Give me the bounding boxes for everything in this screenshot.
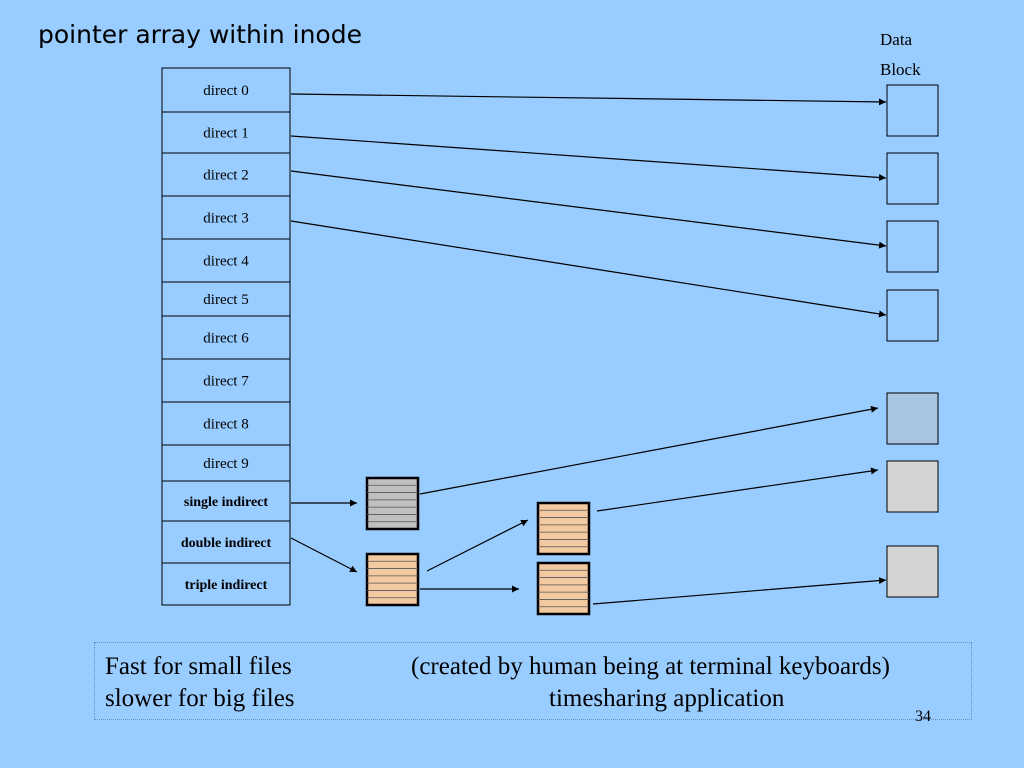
inode-cell-label-9: direct 9 [203,456,248,472]
notes-box: Fast for small files slower for big file… [94,642,972,720]
data-block-3 [886,289,939,342]
note-created-by-human: (created by human being at terminal keyb… [411,653,890,680]
arrow-direct-1 [290,135,887,181]
note-slower-big-files: slower for big files [105,685,295,712]
data-block-label-line2: Block [880,60,921,79]
double-indirect-block [365,552,420,607]
data-block-triple [886,545,939,598]
arrow-double-to-level2 [426,519,529,572]
inode-cell-label-7: direct 7 [203,374,249,390]
page-number: 34 [915,708,931,725]
triple-indirect-level2-block [536,561,591,616]
data-block-double [886,460,939,513]
inode-pointer-diagram: direct 0 direct 1 direct 2 direct 3 direct 4… [161,67,939,616]
inode-cell-label-4: direct 4 [203,254,249,270]
inode-cell-label-6: direct 6 [203,331,249,347]
data-block-2 [886,220,939,273]
inode-pointer-array: direct 0 direct 1 direct 2 direct 3 direct 4… [161,67,291,606]
arrow-double-indirect [290,537,358,573]
inode-cell-label-10: single indirect [184,495,268,510]
arrow-direct-2 [290,170,887,249]
arrows-group [290,93,887,605]
inode-cell-label-1: direct 1 [203,126,248,142]
double-indirect-level2-block [536,501,591,556]
inode-cell-label-12: triple indirect [185,578,268,593]
arrow-double-level2-to-data [596,467,879,512]
data-block-label-line1: Data [880,30,913,49]
single-indirect-block [365,476,420,531]
arrow-direct-0 [290,93,887,106]
note-timesharing-application: timesharing application [549,685,785,712]
arrow-single-to-data [419,405,879,495]
inode-cell-label-5: direct 5 [203,292,248,308]
blocks-group [365,84,939,616]
inode-cell-label-2: direct 2 [203,168,248,184]
inode-cell-12 [161,562,291,606]
data-block-1 [886,152,939,205]
data-block-0 [886,84,939,137]
note-fast-small-files: Fast for small files [105,653,292,680]
inode-cell-label-11: double indirect [181,536,272,551]
inode-cell-label-0: direct 0 [203,83,248,99]
inode-cell-label-3: direct 3 [203,211,248,227]
arrow-triple-level2-to-data [592,577,887,605]
inode-cell-label-8: direct 8 [203,417,248,433]
slide-title: pointer array within inode [38,20,362,49]
data-block-single [886,392,939,445]
arrow-direct-3 [290,220,887,318]
data-block-label: Data Block [880,25,921,85]
